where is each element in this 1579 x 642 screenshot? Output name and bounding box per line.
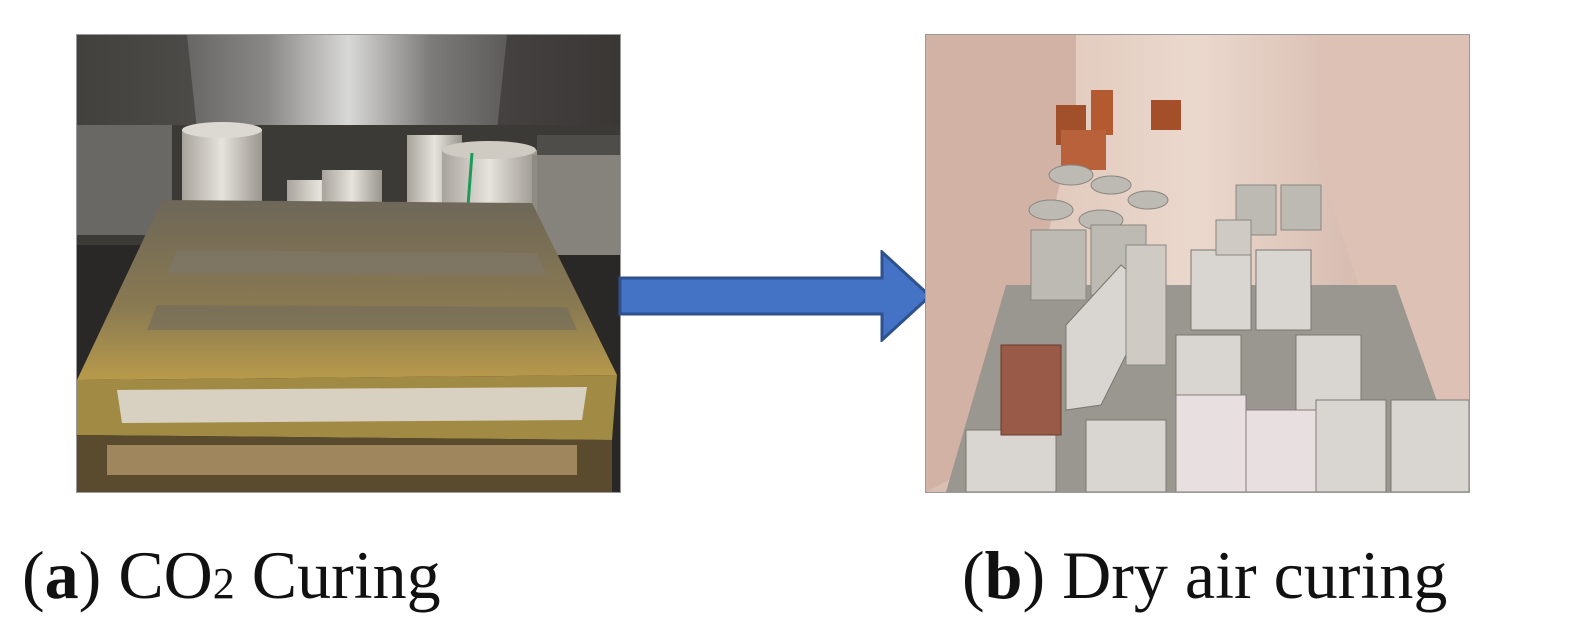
panel-letter-a: a bbox=[44, 537, 79, 613]
dry-air-curing-photo bbox=[925, 34, 1470, 493]
caption-b-label: Dry air curing bbox=[1062, 537, 1448, 613]
caption-dry-air-curing: (b) Dry air curing bbox=[962, 537, 1448, 613]
panel-letter-b: b bbox=[984, 537, 1023, 613]
caption-a-pre: CO bbox=[118, 537, 213, 613]
caption-a-post: Curing bbox=[251, 537, 441, 613]
caption-co2-curing: (a) CO2 Curing bbox=[22, 537, 441, 613]
right-arrow-icon bbox=[618, 250, 933, 342]
co2-curing-photo bbox=[76, 34, 621, 493]
caption-a-subscript: 2 bbox=[212, 559, 235, 608]
